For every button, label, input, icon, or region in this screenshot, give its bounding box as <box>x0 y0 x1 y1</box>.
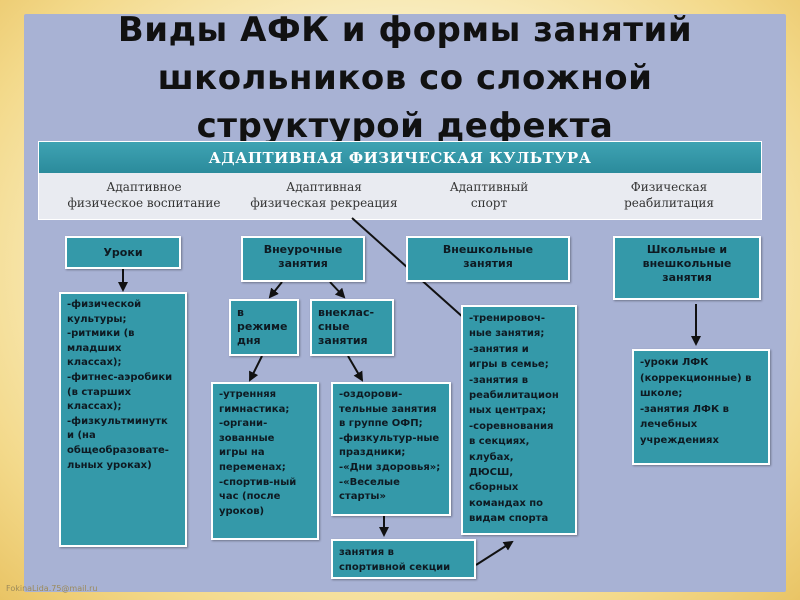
list-line: гимнастика; <box>219 403 290 415</box>
list-line: ные занятия; <box>469 328 545 340</box>
list-line: -уроки ЛФК <box>640 357 709 368</box>
box-uroki-list: -физической культуры; -ритмики (в младши… <box>59 292 187 547</box>
title-line-2: школьников со сложной <box>157 58 653 98</box>
box-line: внеклас- <box>318 306 375 319</box>
list-line: и (на <box>67 430 96 442</box>
box-lfk-list: -уроки ЛФК (коррекционные) в школе; -зан… <box>632 349 770 465</box>
box-utrennyaya-list: -утренняя гимнастика; -органи- зованные … <box>211 382 319 540</box>
box-line: занятия <box>662 271 712 284</box>
list-line: в группе ОФП; <box>339 418 423 430</box>
box-line: занятия <box>278 257 328 270</box>
box-line: сные <box>318 320 350 333</box>
box-line: в <box>237 306 244 319</box>
list-line: реабилитацион <box>469 390 559 402</box>
afk-categories-row: Адаптивное физическое воспитание Адаптив… <box>38 173 762 220</box>
list-line: -занятия в <box>469 374 529 386</box>
list-line: общеобразовате- <box>67 444 169 456</box>
list-line: видам спорта <box>469 513 549 525</box>
list-line: -оздорови- <box>339 389 403 400</box>
list-line: сборных <box>469 482 519 494</box>
category-line: Физическая <box>630 180 708 194</box>
list-line: (в старших <box>67 386 132 398</box>
list-line: учреждениях <box>640 434 719 446</box>
box-vneshkolnye: Внешкольные занятия <box>406 236 570 282</box>
list-line: игры на <box>219 447 265 459</box>
list-line: -соревнования <box>469 420 554 432</box>
list-line: ных центрах; <box>469 405 547 417</box>
list-line: -«Дни здоровья»; <box>339 461 441 473</box>
box-line: дня <box>237 334 261 347</box>
list-line: -фитнес-аэробики <box>67 371 173 383</box>
list-line: -утренняя <box>219 389 277 400</box>
list-line: лечебных <box>640 419 698 430</box>
category-line: физическая рекреация <box>250 196 398 210</box>
box-line: Внеурочные <box>263 243 343 256</box>
title-line-3: структурой дефекта <box>196 106 614 146</box>
list-line: занятия в <box>339 547 394 558</box>
category-line: реабилитация <box>624 196 714 210</box>
box-uroki: Уроки <box>65 236 181 269</box>
box-uroki-label: Уроки <box>103 246 143 259</box>
box-line: Школьные и <box>646 243 728 256</box>
category-line: Адаптивный <box>449 180 529 194</box>
category-physical-education: Адаптивное физическое воспитание <box>59 179 229 211</box>
list-line: льных уроках) <box>67 459 152 471</box>
category-line: Адаптивное <box>106 180 182 194</box>
list-line: -«Веселые <box>339 476 400 488</box>
category-rehabilitation: Физическая реабилитация <box>589 179 749 211</box>
list-line: клубах, <box>469 451 514 463</box>
list-line: классах); <box>67 357 122 369</box>
category-line: физическое воспитание <box>67 196 221 210</box>
box-shkolnye: Школьные и внешкольные занятия <box>613 236 761 300</box>
box-line: Внешкольные <box>442 243 534 256</box>
category-sport: Адаптивный спорт <box>419 179 559 211</box>
box-ozdorovitelnye-list: -оздорови- тельные занятия в группе ОФП;… <box>331 382 451 516</box>
list-line: -занятия и <box>469 343 529 355</box>
list-line: старты» <box>339 491 386 503</box>
list-line: -физкультур-ные <box>339 432 440 444</box>
category-line: Адаптивная <box>286 180 362 194</box>
box-sekcii: занятия в спортивной секции <box>331 539 476 579</box>
list-line: уроков) <box>219 505 265 517</box>
box-line: внешкольные <box>642 257 732 270</box>
list-line: -ритмики (в <box>67 328 135 340</box>
list-line: ДЮСШ, <box>469 467 514 479</box>
category-line: спорт <box>470 196 508 210</box>
box-line: занятия <box>318 334 368 347</box>
list-line: час (после <box>219 491 281 503</box>
box-line: режиме <box>237 320 288 333</box>
list-line: -спортив-ный <box>219 476 297 488</box>
slide-title: Виды АФК и формы занятий школьников со с… <box>24 6 786 150</box>
list-line: -физической <box>67 299 142 310</box>
list-line: переменах; <box>219 461 286 473</box>
list-line: командах по <box>469 497 544 509</box>
list-line: культуры; <box>67 313 127 325</box>
box-vneurochnye: Внеурочные занятия <box>241 236 365 282</box>
category-recreation: Адаптивная физическая рекреация <box>229 179 419 211</box>
list-line: тельные занятия <box>339 403 437 415</box>
box-v-rezhime-dnya: в режиме дня <box>229 299 299 356</box>
author-email: FokinaLida.75@mail.ru <box>6 584 98 593</box>
list-line: в секциях, <box>469 436 530 448</box>
list-line: игры в семье; <box>469 359 549 371</box>
list-line: спортивной секции <box>339 562 451 573</box>
list-line: -органи- <box>219 418 268 430</box>
list-line: -тренировоч- <box>469 313 546 324</box>
box-sport-list: -тренировоч- ные занятия; -занятия и игр… <box>461 305 577 535</box>
list-line: младших <box>67 342 122 354</box>
afk-header-band: АДАПТИВНАЯ ФИЗИЧЕСКАЯ КУЛЬТУРА <box>38 141 762 175</box>
list-line: зованные <box>219 432 275 444</box>
list-line: праздники; <box>339 447 406 459</box>
list-line: -занятия ЛФК в <box>640 403 729 415</box>
list-line: школе; <box>640 388 683 399</box>
list-line: классах); <box>67 401 122 413</box>
list-line: -физкультминутк <box>67 415 168 427</box>
box-line: занятия <box>463 257 513 270</box>
box-vneklassnye: внеклас- сные занятия <box>310 299 394 356</box>
title-line-1: Виды АФК и формы занятий <box>117 10 693 50</box>
list-line: (коррекционные) в <box>640 372 752 384</box>
